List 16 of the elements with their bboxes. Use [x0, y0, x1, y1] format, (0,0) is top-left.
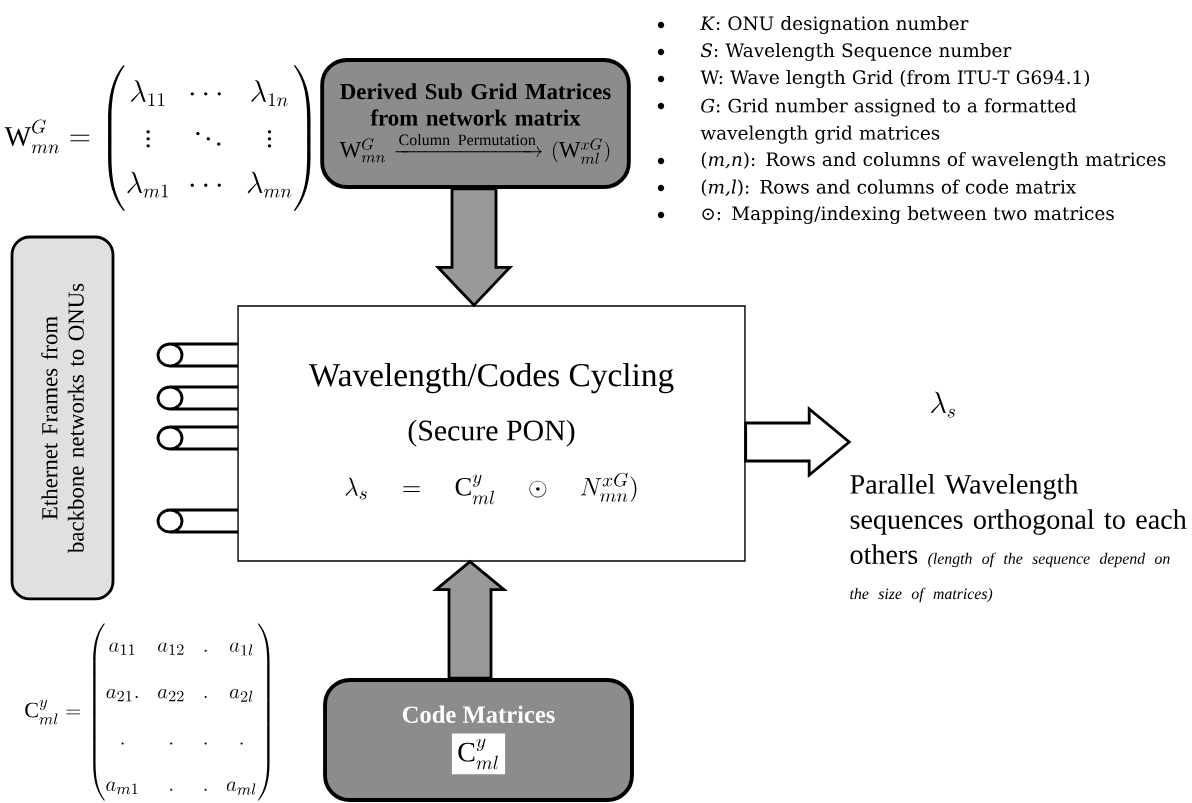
- definition-text: K: ONU designation number: [700, 15, 969, 35]
- rounded-box: Ethernet Frames from backbone networks to ONUs: [10, 235, 115, 601]
- definition-text: (m,l): Rows and columns of code matrix: [701, 179, 1077, 197]
- rounded-box: Code Matrices $\mathrm{C}_{ml}^{y}$: [323, 678, 634, 802]
- process-box: Wavelength/Codes Cycling (Secure PON) $\lambda_s \quad=\quad \mathrm{C}_{ml}^{y}\quad\odot\quad N_{mn}^{xG})$: [237, 305, 746, 562]
- definition-text: ⊙: Mapping/indexing between two matrices: [702, 205, 1114, 225]
- definition-text: W: Wave length Grid (from ITU-T G694.1): [700, 69, 1089, 89]
- output-text: $\lambda_s$ Parallel Wavelength sequences orthogonal to each others (length of the sequence depend on the size of matrices): [850, 391, 1187, 603]
- block-arrow: [744, 406, 852, 478]
- block-arrow: [434, 187, 514, 308]
- definition-text: (m,n): Rows and columns of wavelength matrices: [701, 151, 1166, 171]
- definition-text: S: Wavelength Sequence number: [700, 42, 1012, 62]
- block-arrow: [432, 559, 508, 680]
- matrix-equation: $\mathrm{C}_{ml}^{y}=\begin{pmatrix}a_{11} & a_{12} & . & a_{1l}\\ a_{21}. & a_{22} & . & a_{2l}\\ . & . & . & .\\ a_{m1} & . & . & a_{ml}\end{pmatrix}$: [25, 623, 270, 801]
- matrix-equation: $\mathrm{W}_{mn}^{G}=\begin{pmatrix}\lambda_{11} & \cdots & \lambda_{1n}\\ \vdots & \ddots & \vdots\\ \lambda_{m1} & \cdots & \lambda_{mn}\end{pmatrix}$: [4, 65, 311, 211]
- rounded-box: Derived Sub Grid Matrices from network matrix $\mathrm{W}_{mn}^{G}\xrightarrow{\text{Column Permutation}}(\mathrm{W}_{ml}^{xG})$: [320, 58, 631, 189]
